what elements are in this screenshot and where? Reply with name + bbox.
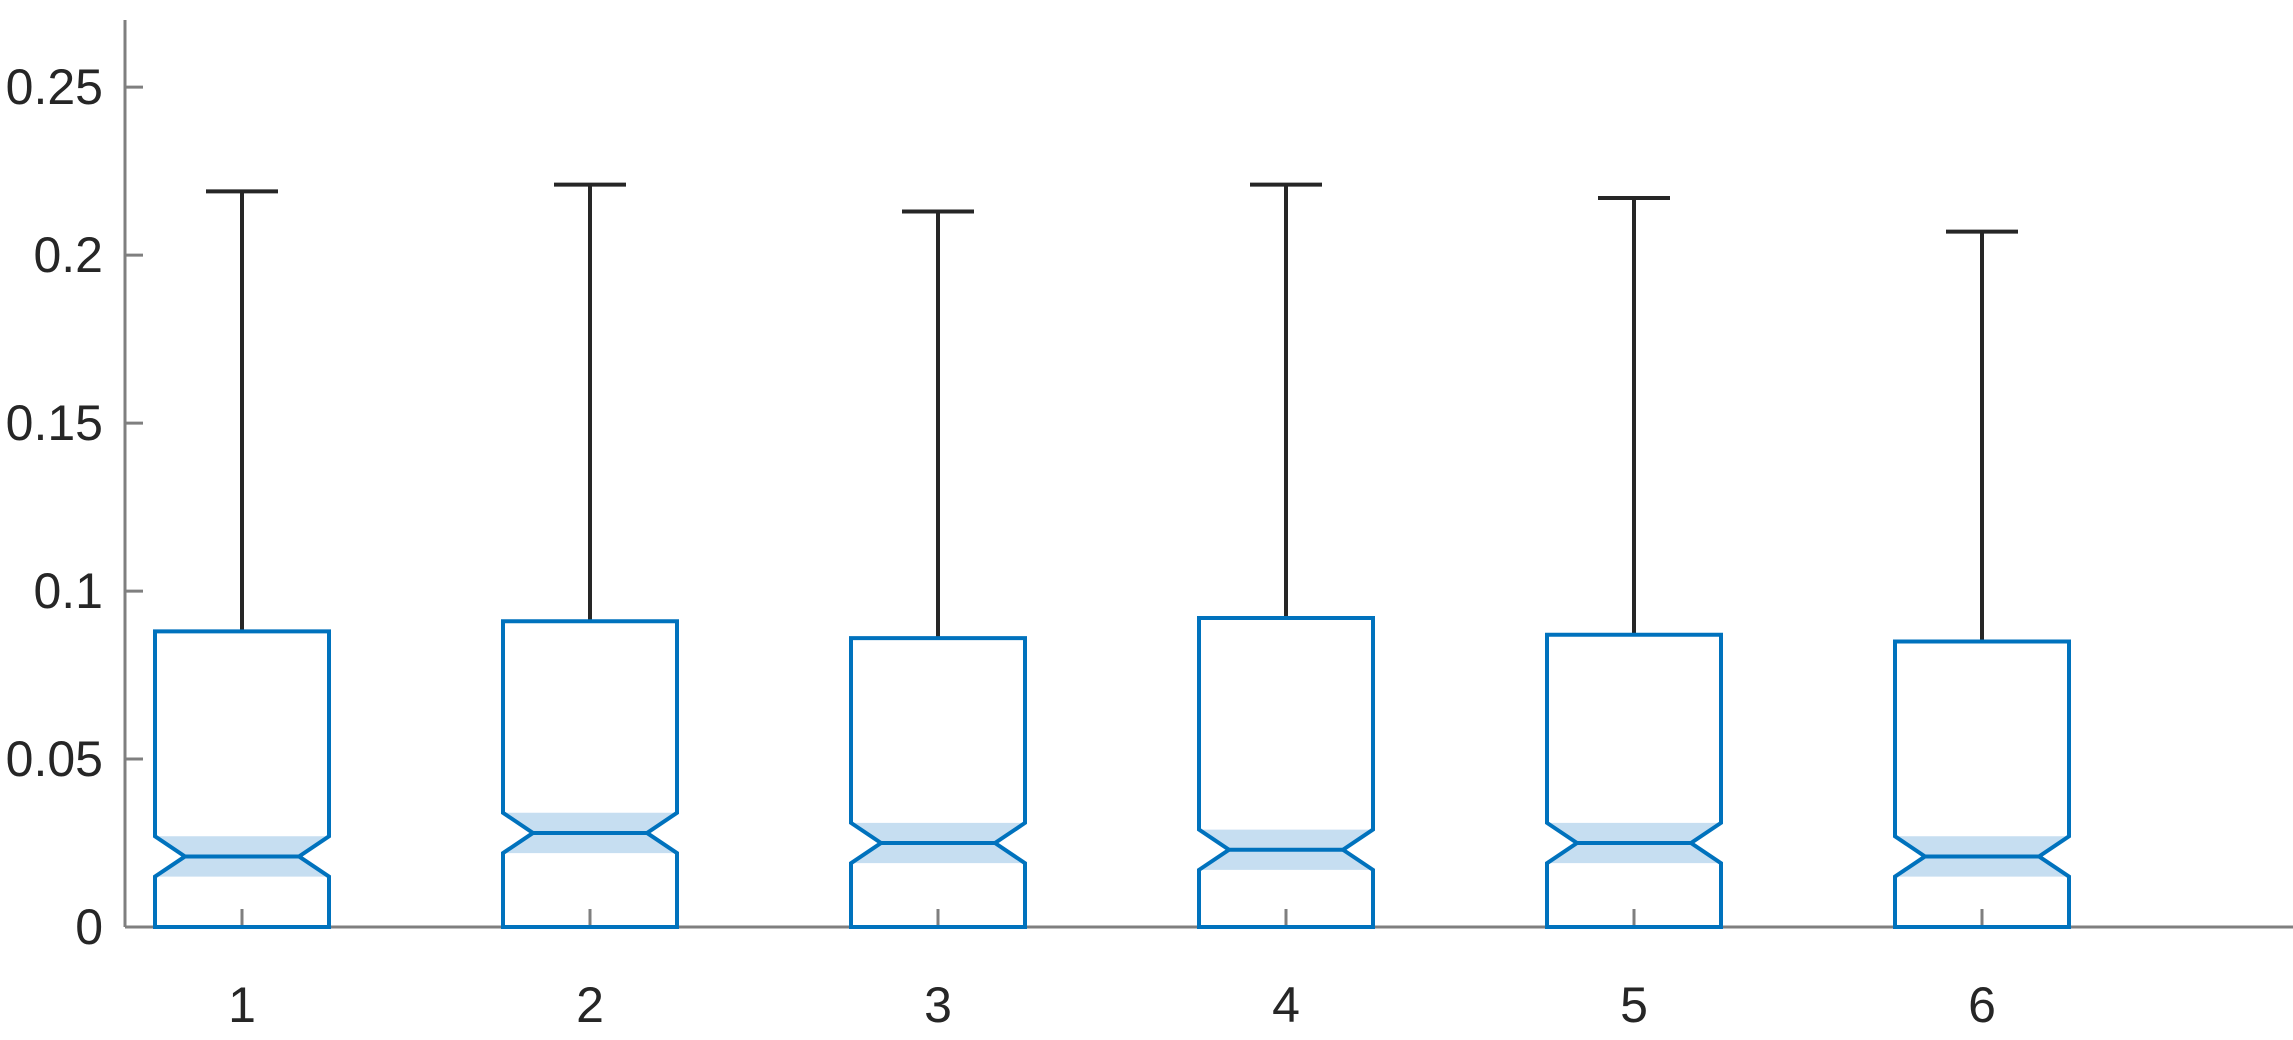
y-tick-label: 0.2 xyxy=(33,227,103,283)
box-outline xyxy=(849,636,1027,929)
y-tick-label: 0 xyxy=(75,899,103,955)
y-tick-label: 0.1 xyxy=(33,563,103,619)
x-tick-label: 5 xyxy=(1620,977,1648,1033)
box-outline xyxy=(1197,615,1375,929)
box-outline xyxy=(501,619,679,929)
x-tick-label: 1 xyxy=(228,977,256,1033)
y-tick-label: 0.05 xyxy=(6,731,103,787)
box-outline xyxy=(1893,639,2071,929)
x-tick-label: 3 xyxy=(924,977,952,1033)
x-tick-label: 2 xyxy=(576,977,604,1033)
y-tick-label: 0.15 xyxy=(6,395,103,451)
box-outline xyxy=(153,629,331,929)
y-tick-label: 0.25 xyxy=(6,59,103,115)
x-tick-label: 4 xyxy=(1272,977,1300,1033)
box-outline xyxy=(1545,632,1723,929)
x-tick-label: 6 xyxy=(1968,977,1996,1033)
